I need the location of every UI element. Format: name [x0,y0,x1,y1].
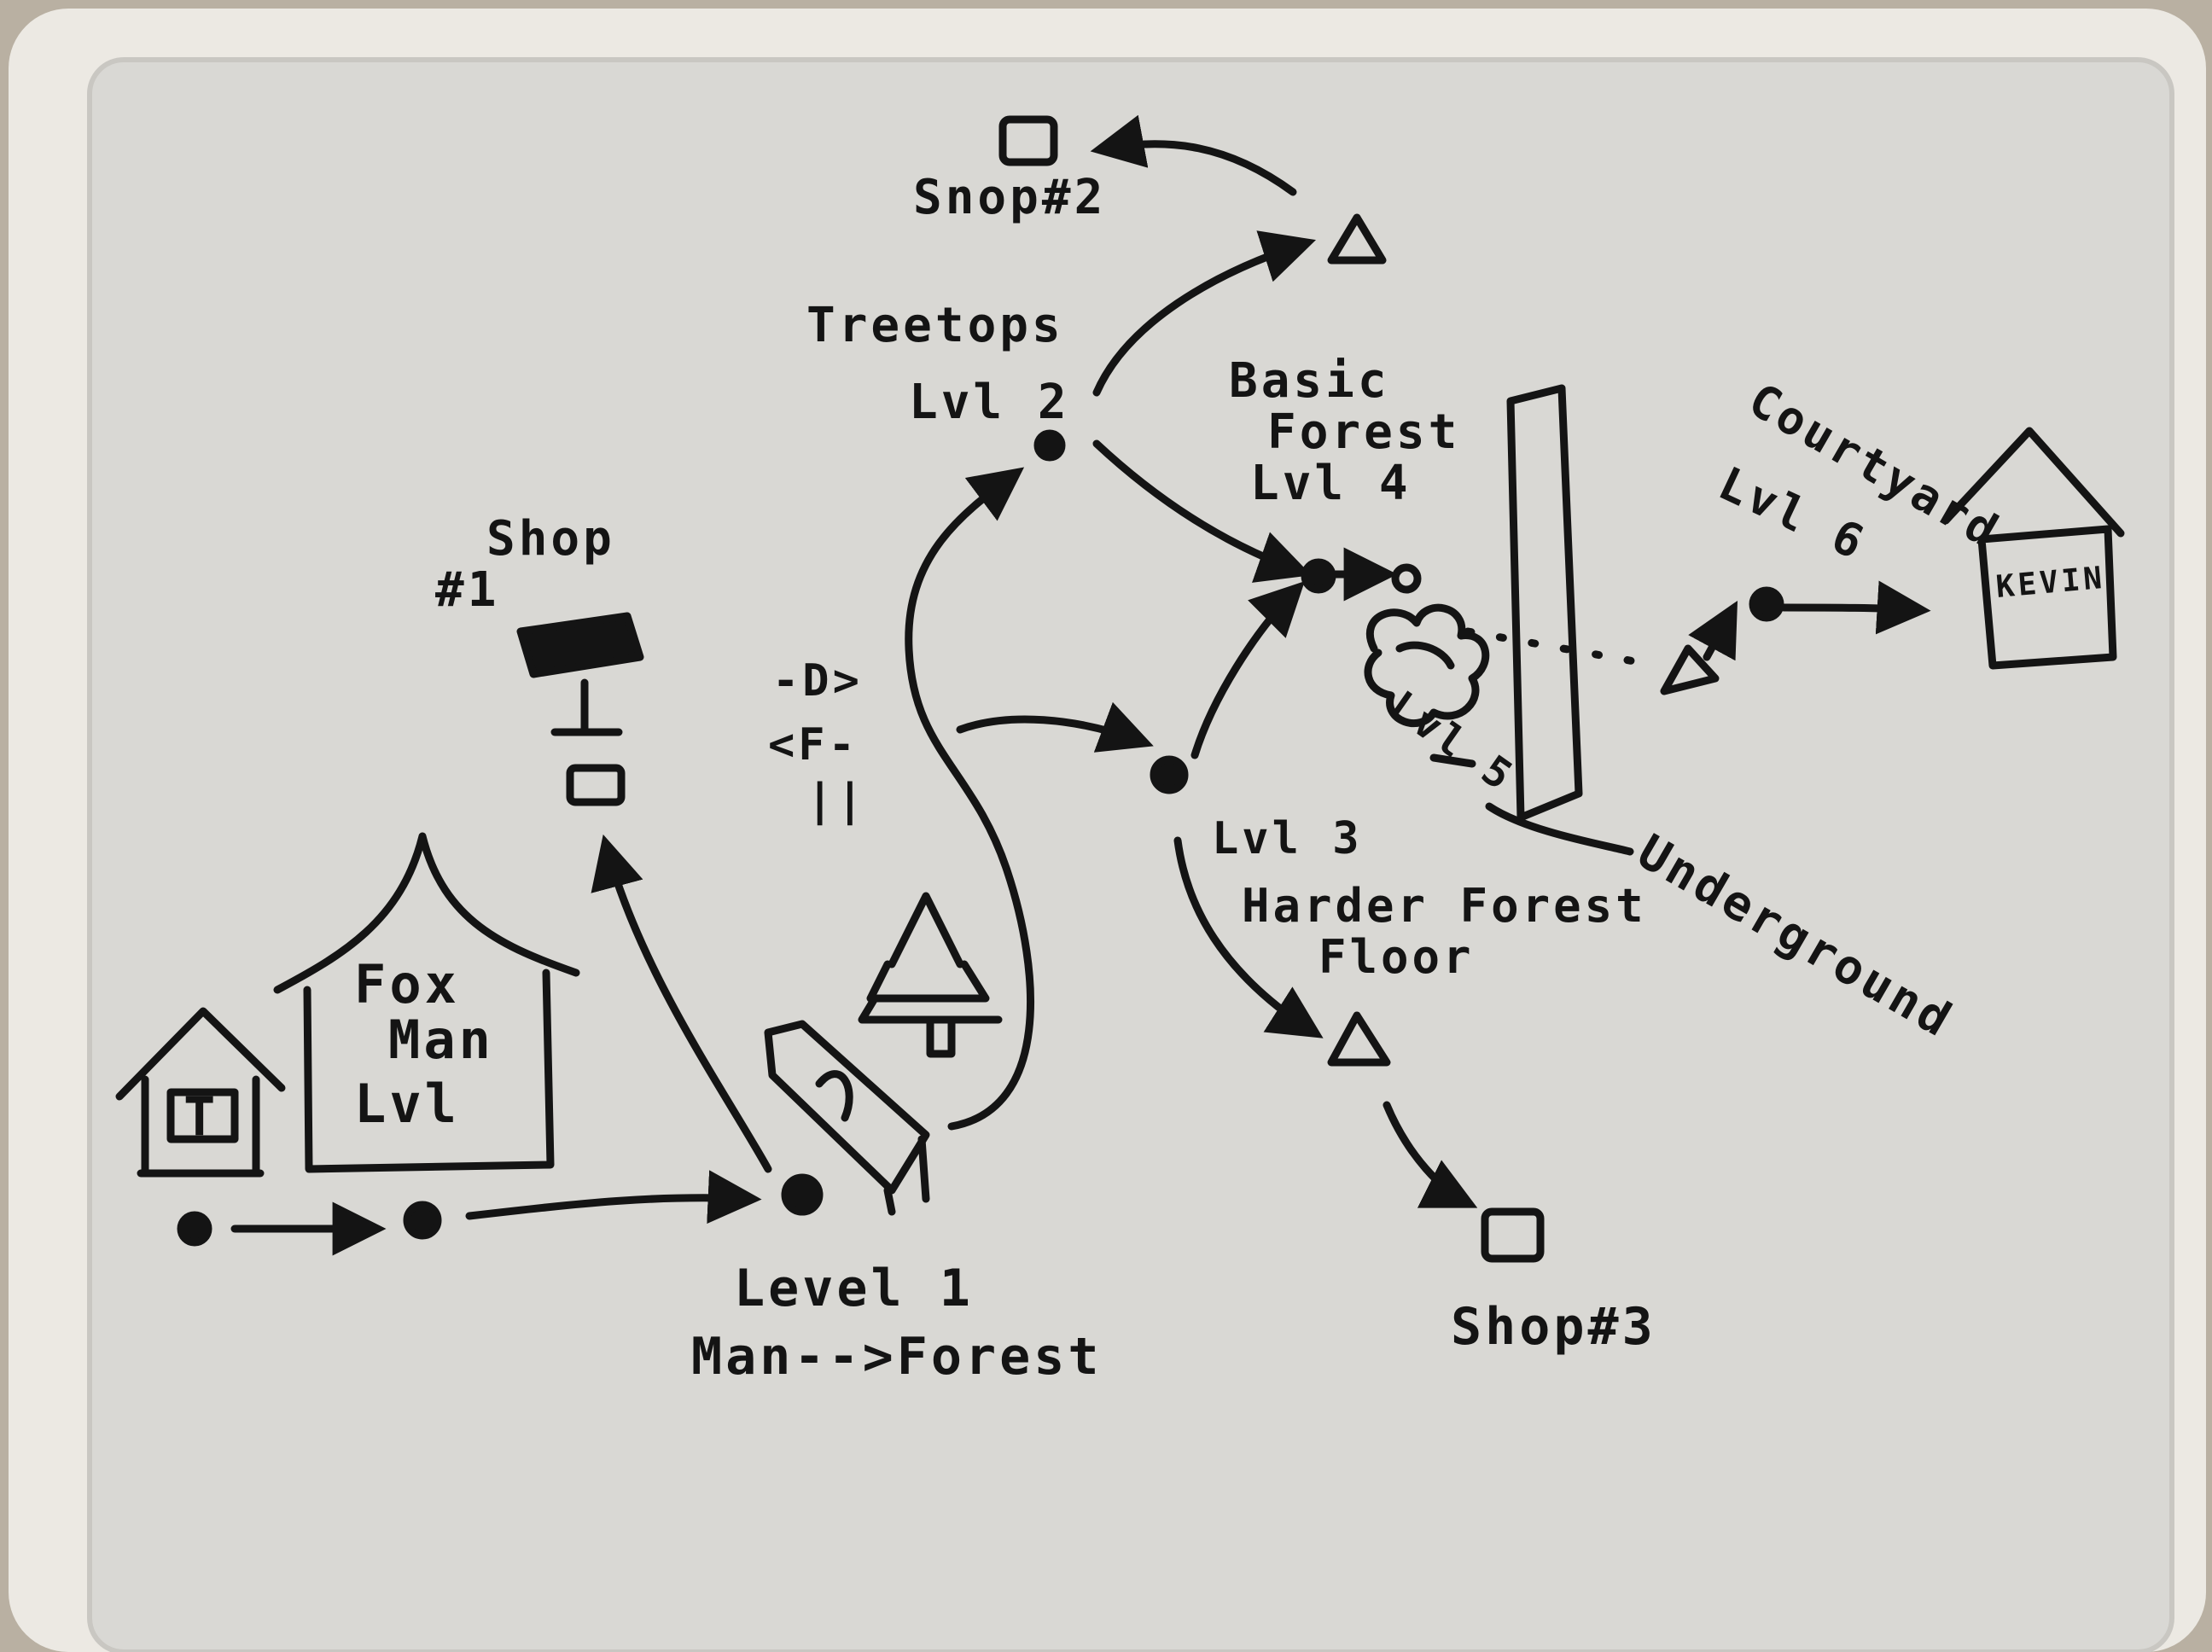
basic-forest-label-2: Forest [1267,404,1460,460]
tree-icon [858,892,1003,1058]
underground-pointer [1485,802,1634,856]
side-label-f: <F- [768,719,859,771]
board-surface [90,60,2172,1652]
arrow-treetops-to-triangle [1092,230,1317,397]
shop3-icon [1481,1207,1545,1263]
treetops-label: Treetops [806,298,1064,353]
fox-man-node [403,1201,442,1240]
treetops-level-label: Lvl 2 [909,375,1070,430]
shop2-icon [998,115,1058,166]
side-label-eq: || [806,775,867,826]
arrow-lvl3-to-lvl4 [1190,581,1305,759]
side-label-d: -D> [772,655,863,707]
harder-forest-label-2: Floor [1318,930,1475,984]
small-house-icon [115,1007,286,1178]
forest-gate-icon [764,1020,930,1216]
warp-triangle-top [1327,213,1387,265]
warp-triangle-bottom [1327,1011,1391,1067]
fox-man-label-1: Fox [354,953,460,1015]
level1-label-a: Level 1 [734,1259,974,1318]
fox-man-house-icon [273,832,580,1173]
fox-man-level-label: Lvl [354,1073,460,1135]
lvl3-node [1150,755,1189,794]
shop1-label-a: Shop [486,511,615,567]
basic-forest-label-1: Basic [1229,353,1390,409]
path-lvl1-to-treetops [905,467,1034,1131]
underground-pillar [1506,384,1583,822]
harder-forest-label-1: Harder Forest [1242,879,1647,933]
bush-icon [1364,603,1490,728]
level3-label: Lvl 3 [1212,813,1363,864]
shop1-label-b: #1 [435,562,499,618]
arrow-to-shop2 [1090,114,1297,196]
courtyard-house-roof [1941,427,2125,538]
lvl4-node [1301,558,1336,594]
arrow-lvl6-to-courtyard [1779,580,1931,635]
small-house-letter: T [183,1085,218,1148]
shop2-label: Snop#2 [913,170,1106,225]
start-node [177,1211,212,1247]
arrow-to-level1 [465,1170,762,1224]
level1-node [781,1173,824,1216]
lvl4-exit-node [1391,563,1422,594]
basic-forest-level-label: Lvl 4 [1250,456,1412,511]
arrow-to-shop3 [1382,1101,1478,1208]
level1-label-b: Man-->Forest [691,1327,1102,1387]
arrow-to-lvl3 [956,701,1154,753]
fox-man-label-2: Man [388,1009,494,1071]
lvl6-node [1749,586,1784,622]
kevin-box [1977,525,2117,670]
warp-triangle-right [1660,644,1720,695]
shop1-sign-icon [516,612,644,678]
arrow-to-shop1 [591,834,772,1173]
shop3-label: Shop#3 [1451,1297,1656,1357]
arrow-treetops-to-lvl4 [1092,439,1312,583]
treetops-node [1033,429,1066,462]
arrow-lvl3-down [1173,836,1324,1038]
shop1-box-icon [566,764,626,806]
